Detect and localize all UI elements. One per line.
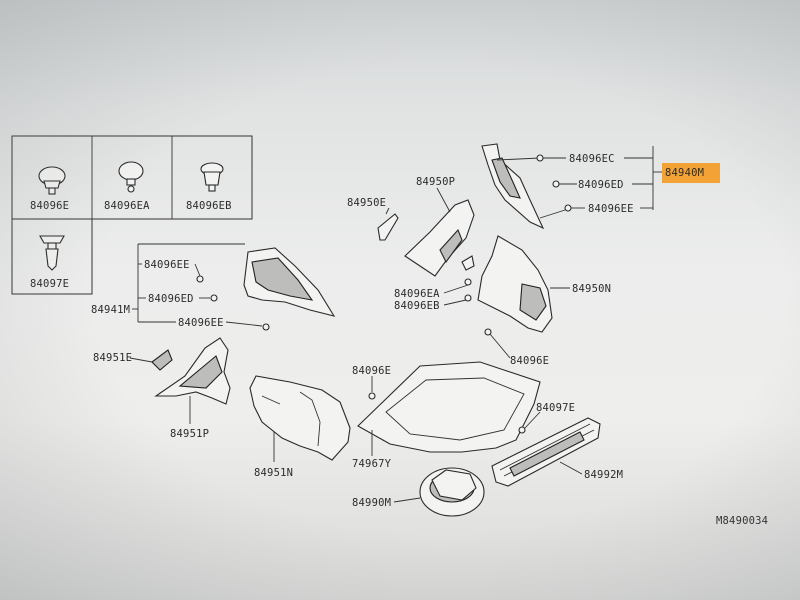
part-label-74967Y[interactable]: 74967Y bbox=[352, 458, 392, 470]
part-label-84940M[interactable]: 84940M bbox=[665, 167, 704, 179]
part-group-84950N: 84950N 84096E bbox=[477, 235, 611, 367]
part-label-84992M[interactable]: 84992M bbox=[584, 469, 623, 481]
part-label-84951N[interactable]: 84951N bbox=[254, 467, 293, 479]
clip-round-icon bbox=[118, 161, 144, 193]
part-group-84950P: 84950E 84950P bbox=[347, 176, 475, 277]
diagram-code: M8490034 bbox=[716, 515, 768, 527]
part-label-84950P[interactable]: 84950P bbox=[416, 176, 455, 188]
part-label-84951E[interactable]: 84951E bbox=[93, 352, 132, 364]
part-label-84096EC[interactable]: 84096EC bbox=[569, 153, 615, 165]
part-label-84096E[interactable]: 84096E bbox=[352, 365, 391, 377]
clip-mushroom-icon bbox=[38, 166, 66, 195]
part-label-84951P[interactable]: 84951P bbox=[170, 428, 209, 440]
part-label-84941M[interactable]: 84941M bbox=[91, 304, 130, 316]
part-group-84096EA: 84096EA 84096EB bbox=[394, 255, 475, 312]
part-group-84990M: 84990M bbox=[352, 467, 485, 517]
part-group-74967Y: 84096E 74967Y bbox=[352, 361, 541, 470]
part-label-84096ED[interactable]: 84096ED bbox=[578, 179, 624, 191]
part-label-84096EB[interactable]: 84096EB bbox=[394, 300, 440, 312]
part-label-84096EE[interactable]: 84096EE bbox=[588, 203, 634, 215]
legend-label: 84096EA bbox=[104, 200, 150, 212]
part-label-84096EA[interactable]: 84096EA bbox=[394, 288, 440, 300]
clip-legend-table: 84096E 84096EA 84096EB 84097E bbox=[11, 135, 253, 295]
part-label-84096EE[interactable]: 84096EE bbox=[178, 317, 224, 329]
highlight-marker bbox=[662, 163, 720, 183]
clip-grommet-icon bbox=[200, 162, 224, 192]
part-label-84950E[interactable]: 84950E bbox=[347, 197, 386, 209]
part-group-84941M: 84096EE 84096ED 84941M 84096EE bbox=[91, 243, 336, 331]
legend-label: 84096E bbox=[30, 200, 69, 212]
part-label-84096ED[interactable]: 84096ED bbox=[148, 293, 194, 305]
clip-anchor-icon bbox=[39, 235, 65, 271]
legend-label: 84097E bbox=[30, 278, 69, 290]
part-group-84951P: 84951E 84951P bbox=[93, 337, 231, 440]
part-label-84096EE[interactable]: 84096EE bbox=[144, 259, 190, 271]
part-label-84097E[interactable]: 84097E bbox=[536, 402, 575, 414]
part-group-84992M: 84097E 84992M bbox=[491, 402, 623, 487]
legend-label: 84096EB bbox=[186, 200, 232, 212]
part-label-84990M[interactable]: 84990M bbox=[352, 497, 391, 509]
part-group-84951N: 84951N bbox=[249, 375, 351, 479]
part-label-84096E[interactable]: 84096E bbox=[510, 355, 549, 367]
part-label-84950N[interactable]: 84950N bbox=[572, 283, 611, 295]
part-group-84940M: 84940M 84096EC 84096ED 84096EE bbox=[481, 143, 720, 230]
